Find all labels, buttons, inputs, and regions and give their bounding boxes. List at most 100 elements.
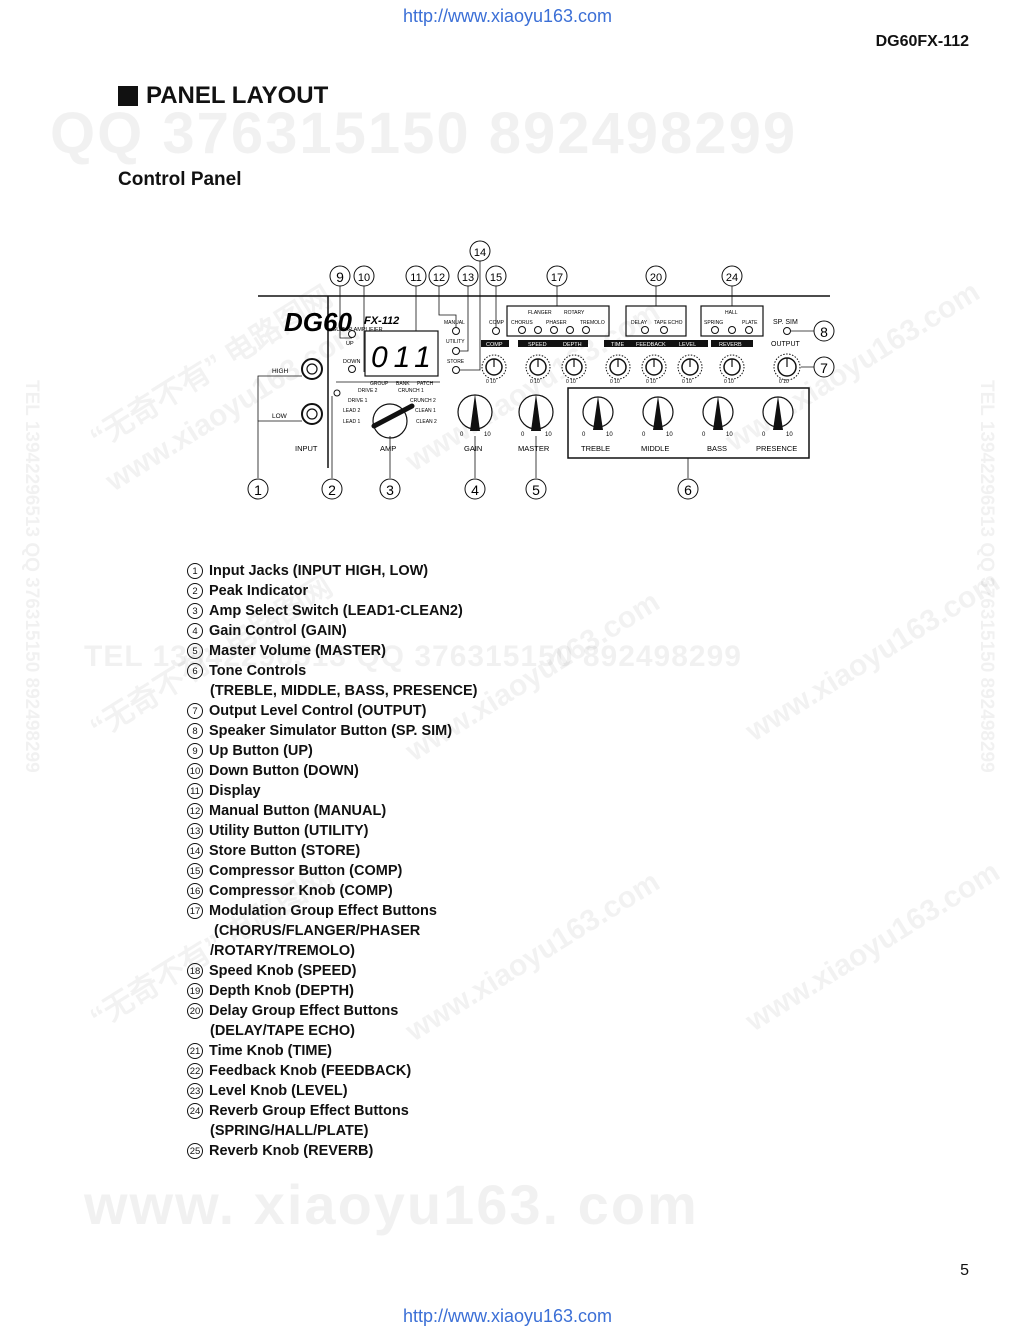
output-knob[interactable] (773, 353, 801, 381)
item-number-badge: 4 (187, 623, 203, 639)
square-bullet-icon (118, 86, 138, 106)
comp-button[interactable] (492, 327, 500, 335)
presence-knob-pointer (773, 396, 783, 430)
level-knob[interactable] (677, 354, 703, 380)
feedback-scale: 0 10 (646, 379, 656, 385)
sp-sim-button[interactable] (783, 327, 791, 335)
manual-button[interactable] (452, 327, 460, 335)
label-plate: PLATE (742, 320, 758, 326)
label-middle: MIDDLE (641, 444, 669, 453)
callout-15: 15 (485, 265, 507, 287)
item-number-badge: 10 (187, 763, 203, 779)
svg-text:4: 4 (471, 482, 479, 498)
svg-text:6: 6 (684, 482, 692, 498)
item-text: Compressor Button (COMP) (209, 863, 403, 879)
item-text: Reverb Knob (REVERB) (209, 1143, 374, 1159)
output-scale: 0 10 (779, 379, 789, 385)
item-number-badge: 8 (187, 723, 203, 739)
time-knob[interactable] (605, 354, 631, 380)
level-scale: 0 10 (682, 379, 692, 385)
chorus-button[interactable] (518, 326, 526, 334)
item-text: Speed Knob (SPEED) (209, 963, 357, 979)
reverb-knob[interactable] (719, 354, 745, 380)
display-window (364, 330, 439, 377)
feedback-knob[interactable] (641, 354, 667, 380)
flanger-button[interactable] (534, 326, 542, 334)
item-text: Manual Button (MANUAL) (209, 803, 387, 819)
label-bank: BANK (396, 381, 410, 387)
model-number: DG60FX-112 (875, 33, 969, 50)
store-button[interactable] (452, 366, 460, 374)
label-speed: SPEED (528, 342, 547, 348)
svg-text:3: 3 (386, 482, 394, 498)
logo-sub: FX-112 (364, 315, 399, 327)
item-text: Store Button (STORE) (209, 843, 361, 859)
spring-button[interactable] (711, 326, 719, 334)
label-spring: SPRING (704, 320, 723, 326)
delay-label-bar (604, 340, 708, 347)
item-number-badge: 11 (187, 783, 203, 799)
tape-echo-button[interactable] (660, 326, 668, 334)
item-text: Level Knob (LEVEL) (209, 1083, 348, 1099)
label-utility: UTILITY (446, 339, 465, 345)
label-level: LEVEL (679, 342, 696, 348)
comp-knob[interactable] (481, 354, 507, 380)
item-number-badge: 18 (187, 963, 203, 979)
item-number-badge: 9 (187, 743, 203, 759)
delay-button[interactable] (641, 326, 649, 334)
item-number-badge: 12 (187, 803, 203, 819)
rotary-button[interactable] (566, 326, 574, 334)
callout-12: 12 (428, 265, 450, 287)
input-jack-high-inner (306, 363, 318, 375)
callout-1: 1 (247, 478, 269, 500)
label-drive1: DRIVE 1 (348, 398, 368, 404)
label-gain: GAIN (464, 444, 482, 453)
depth-knob[interactable] (561, 354, 587, 380)
watermark-qq: QQ 376315150 892498299 (50, 101, 798, 166)
speed-knob[interactable] (525, 354, 551, 380)
label-clean1: CLEAN 1 (415, 408, 436, 414)
svg-text:12: 12 (433, 272, 445, 284)
reverb-label-bar (711, 340, 753, 347)
item-text: Delay Group Effect Buttons (209, 1003, 399, 1019)
item-number-badge: 15 (187, 863, 203, 879)
modulation-button-box (506, 305, 610, 337)
item-text: Input Jacks (INPUT HIGH, LOW) (209, 563, 429, 579)
input-jack-low-inner (306, 408, 318, 420)
label-up: UP (346, 341, 354, 347)
watermark-side-right: TEL 13942296513 QQ 376315150 892498299 (976, 380, 997, 773)
logo-caption: GUITAR AMPLIFIER (332, 327, 383, 333)
phaser-button[interactable] (550, 326, 558, 334)
master-scale-min: 0 (521, 432, 525, 438)
svg-text:10: 10 (358, 272, 370, 284)
svg-text:11: 11 (410, 272, 421, 284)
item-text: Tone Controls (209, 663, 307, 679)
item-number-badge: 6 (187, 663, 203, 679)
reverb-scale: 0 10 (724, 379, 734, 385)
list-item: 12 Manual Button (MANUAL) (187, 801, 477, 821)
footer-url[interactable]: http://www.xiaoyu163.com (402, 1306, 613, 1326)
plate-button[interactable] (745, 326, 753, 334)
item-number-badge: 23 (187, 1083, 203, 1099)
hall-button[interactable] (728, 326, 736, 334)
item-text: Speaker Simulator Button (SP. SIM) (209, 723, 453, 739)
item-number-badge: 2 (187, 583, 203, 599)
up-button[interactable] (348, 330, 356, 338)
tremolo-button[interactable] (582, 326, 590, 334)
down-button[interactable] (348, 365, 356, 373)
item-number-badge: 7 (187, 703, 203, 719)
utility-button[interactable] (452, 347, 460, 355)
callout-13: 13 (457, 265, 479, 287)
header-url[interactable]: http://www.xiaoyu163.com (402, 6, 613, 26)
item-text: Amp Select Switch (LEAD1-CLEAN2) (209, 603, 463, 619)
label-sp-sim: SP. SIM (773, 319, 798, 326)
